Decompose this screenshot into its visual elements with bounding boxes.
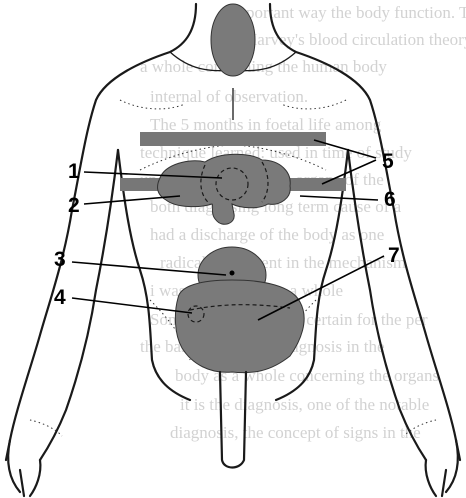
callout-4: 4 xyxy=(54,286,66,309)
head-region-ellipse xyxy=(211,4,255,76)
umbilicus-dot xyxy=(230,271,235,276)
right-hand xyxy=(426,440,458,496)
callout-5: 5 xyxy=(382,150,394,173)
left-rib-contour xyxy=(120,100,185,109)
leader-line-4 xyxy=(72,298,192,313)
leader-line-6 xyxy=(300,196,378,200)
callout-3: 3 xyxy=(54,248,66,271)
right-rib-contour xyxy=(281,100,346,109)
left-hand xyxy=(8,440,40,496)
stomach-liver-cluster xyxy=(158,154,291,224)
callout-1: 1 xyxy=(68,160,80,183)
pelvic-region xyxy=(175,280,304,373)
callout-6: 6 xyxy=(384,188,396,211)
callout-2: 2 xyxy=(68,194,80,217)
genital-outline xyxy=(220,372,246,468)
callout-7: 7 xyxy=(388,244,400,267)
upper-abdominal-band xyxy=(140,132,326,146)
leader-line-5a xyxy=(314,140,376,158)
